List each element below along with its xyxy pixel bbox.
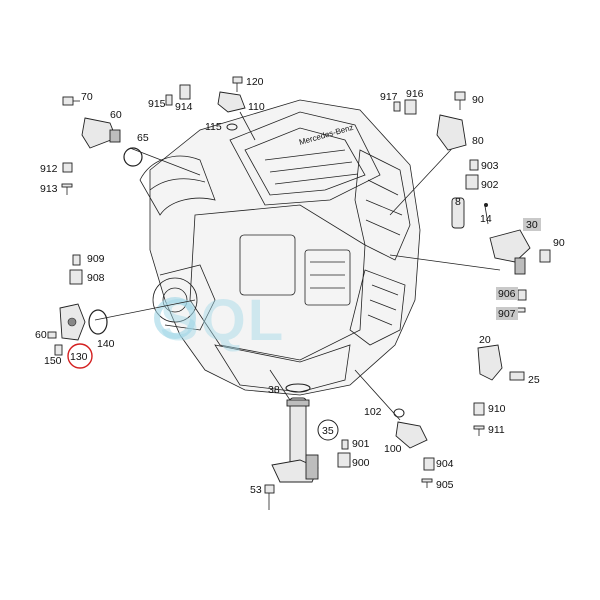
part-label: 913 [40, 183, 58, 195]
callout-35-circle [317, 419, 339, 441]
part-label: 20 [479, 334, 491, 346]
part-80-camshaft-sensor [436, 114, 467, 151]
part-number-labels: 70 60 65 912 913 120 915 914 110 115 917… [35, 76, 565, 496]
part-label: 60 [35, 329, 47, 341]
part-label: 120 [246, 76, 264, 88]
part-label: 100 [384, 443, 402, 455]
part-60-camshaft-sensor [81, 117, 121, 149]
part-917-916-connector [393, 99, 417, 115]
part-53-bolt [264, 484, 275, 510]
part-130-crankshaft-sensor [59, 303, 86, 341]
part-label: 901 [352, 438, 370, 450]
part-38-oring [285, 383, 311, 393]
part-label: 38 [268, 384, 280, 396]
part-label: 115 [205, 121, 222, 133]
part-label: 53 [250, 484, 262, 496]
part-label: 90 [553, 237, 565, 249]
label-907-box [496, 307, 518, 320]
part-904-905-connector [421, 457, 435, 488]
part-102-oring [393, 408, 405, 418]
label-906-box [496, 287, 518, 300]
part-label: 903 [481, 160, 499, 172]
part-label: 909 [87, 253, 105, 265]
part-14-clip [484, 203, 489, 225]
part-label: 25 [528, 374, 540, 386]
part-115-oring [226, 123, 238, 131]
highlight-130-circle [67, 343, 93, 369]
part-label: 14 [480, 213, 492, 225]
part-label: 911 [488, 424, 505, 436]
part-110-position-sensor [217, 91, 246, 113]
part-label: 912 [40, 163, 58, 175]
part-25-bolt [509, 371, 525, 381]
part-20-pressure-sensor [477, 344, 503, 381]
part-140-oring [88, 309, 108, 335]
part-label: 916 [406, 88, 424, 100]
part-90-bolt-top [454, 91, 466, 110]
part-label: 90 [472, 94, 484, 106]
part-label: 907 [498, 308, 516, 320]
part-909-908-connector [69, 254, 83, 285]
part-60-bolt-left [47, 331, 57, 339]
part-label: 900 [352, 457, 370, 469]
part-label: 917 [380, 91, 398, 103]
watermark-logo-icon [154, 297, 196, 339]
part-label: 902 [481, 179, 499, 191]
part-label: 65 [137, 132, 149, 144]
part-label: 905 [436, 479, 454, 491]
part-label: 102 [364, 406, 382, 418]
part-label: 130 [70, 351, 88, 363]
part-label: 910 [488, 403, 506, 415]
part-30-knock-sensor [489, 229, 531, 275]
part-901-900-connector [337, 439, 351, 468]
part-915-914-connector [165, 84, 191, 106]
part-label: 908 [87, 272, 105, 284]
label-30-box [523, 218, 541, 231]
part-35-oil-level-sensor [271, 397, 319, 483]
part-label: 140 [97, 338, 115, 350]
part-910-911-connector [473, 402, 485, 436]
part-label: 915 [148, 98, 166, 110]
part-label: 35 [322, 425, 334, 437]
part-label: 60 [110, 109, 122, 121]
part-label: 904 [436, 458, 454, 470]
part-label: 80 [472, 135, 484, 147]
part-100-temperature-sensor [395, 421, 428, 449]
part-150-bolt [54, 344, 63, 356]
leader-lines [94, 111, 501, 421]
part-65-oring [123, 147, 143, 167]
part-label: 30 [526, 219, 538, 231]
part-label: 70 [81, 91, 93, 103]
part-label: 110 [248, 101, 265, 113]
part-8-sensor [451, 197, 465, 229]
part-label: 906 [498, 288, 516, 300]
part-903-902-connector [465, 159, 479, 190]
part-70-bolt [62, 96, 80, 106]
part-label: 150 [44, 355, 62, 367]
part-120-bolt [232, 76, 243, 92]
part-90-bolt-right [539, 249, 551, 263]
part-label: 8 [455, 196, 461, 208]
engine-assembly: Mercedes-Benz [139, 99, 421, 396]
part-912-913-connector [61, 162, 73, 195]
part-label: 914 [175, 101, 193, 113]
